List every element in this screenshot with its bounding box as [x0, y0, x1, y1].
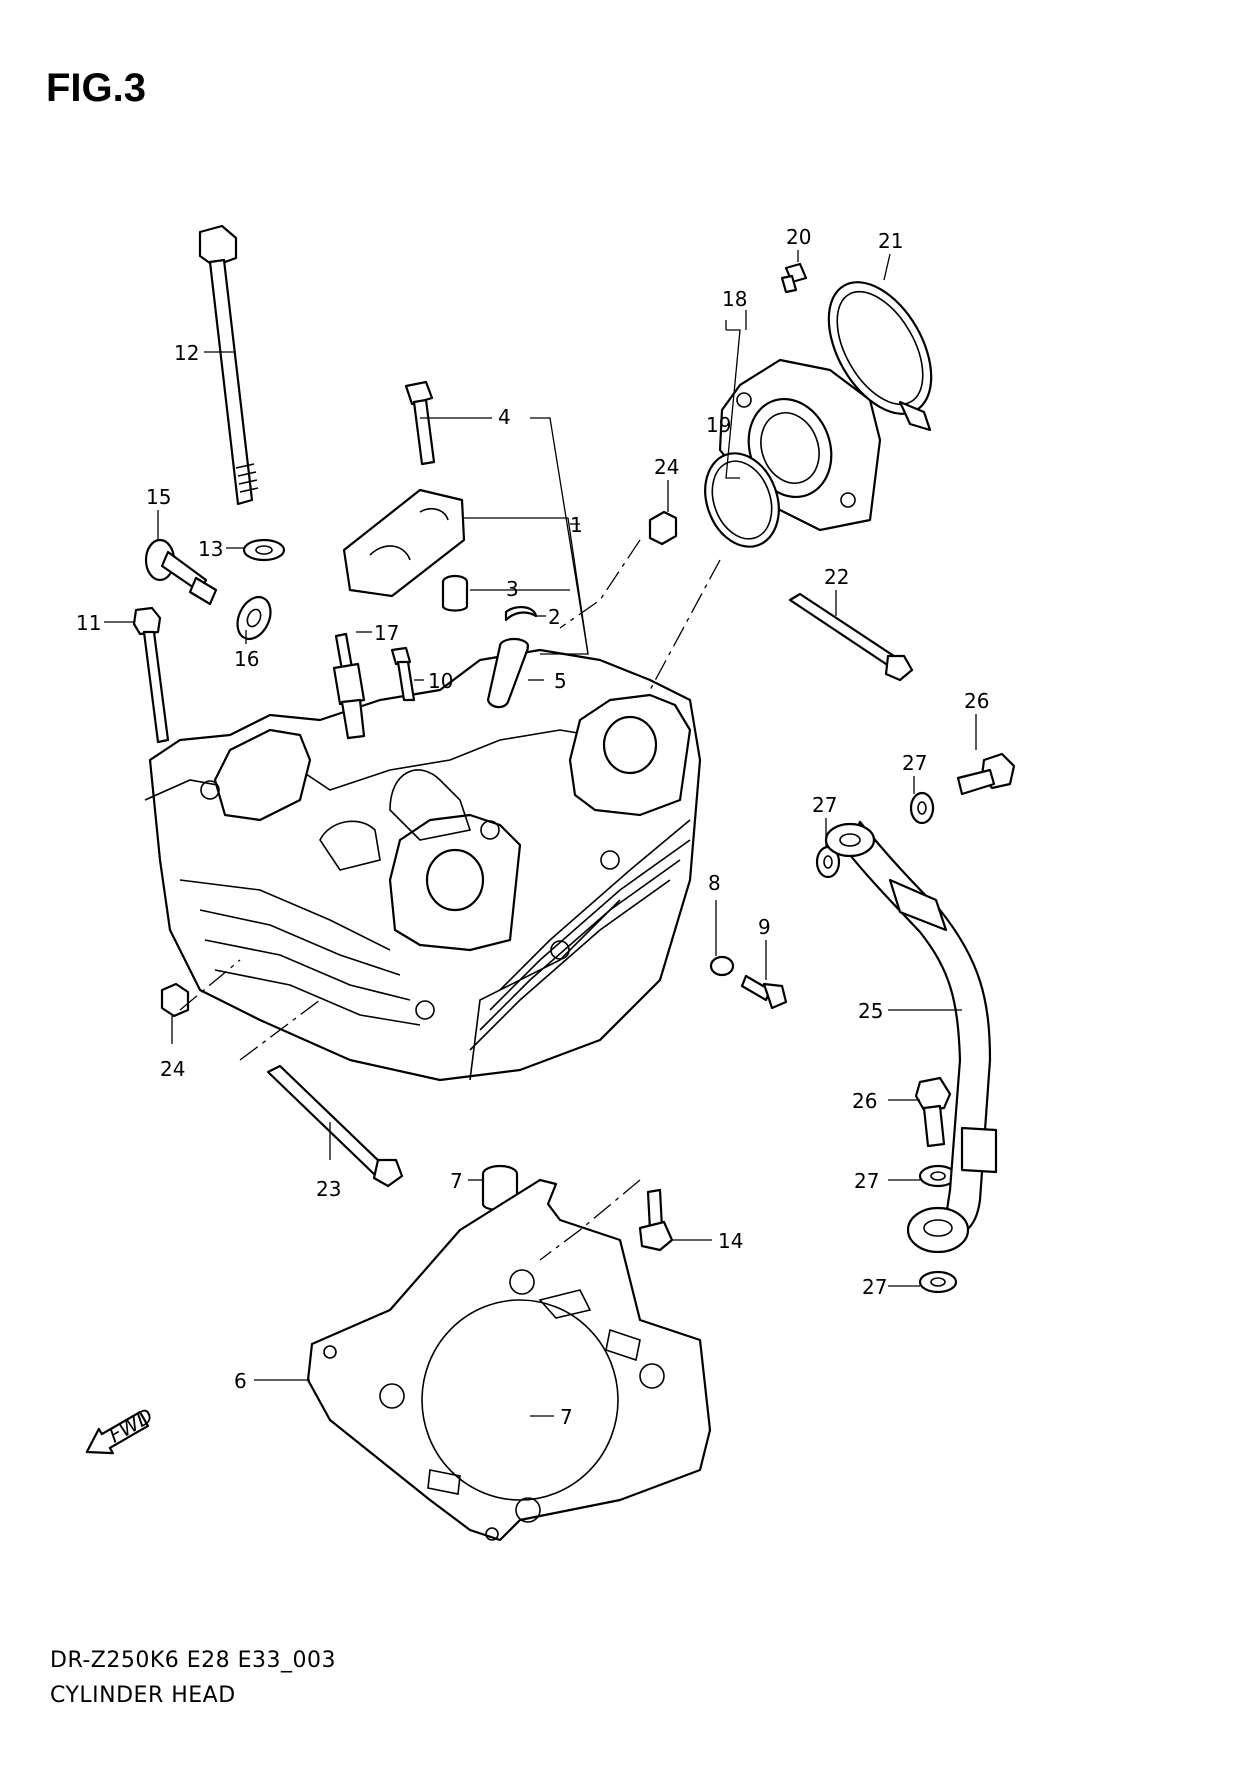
- callout-11: 11: [76, 611, 101, 635]
- callout-19: 19: [706, 413, 731, 437]
- nut-24-upper: [648, 510, 678, 546]
- callout-7-upper: 7: [450, 1169, 463, 1193]
- callout-24-lower: 24: [160, 1057, 185, 1081]
- leader-lines: [104, 250, 977, 1417]
- callout-27-b: 27: [812, 793, 837, 817]
- washer-16: [236, 595, 272, 641]
- cam-holder: [342, 488, 466, 598]
- callout-6: 6: [234, 1369, 247, 1393]
- bolt-9: [740, 974, 788, 1010]
- clip-2: [504, 606, 538, 622]
- washer-27-a: [909, 791, 935, 825]
- valve-guide-5: [486, 637, 530, 709]
- callout-2: 2: [548, 605, 561, 629]
- callout-12: 12: [174, 341, 199, 365]
- union-bolt-15: [144, 538, 218, 606]
- washer-27-d: [918, 1270, 958, 1294]
- screw-20: [780, 262, 808, 294]
- spark-plug-17: [332, 632, 366, 740]
- callout-21: 21: [878, 229, 903, 253]
- bolt-14: [638, 1188, 674, 1252]
- callout-23: 23: [316, 1177, 341, 1201]
- callout-10: 10: [428, 669, 453, 693]
- hose-clamp-21: [827, 281, 933, 432]
- callout-20: 20: [786, 225, 811, 249]
- stud-bolt-22: [788, 592, 914, 682]
- fwd-label: FWD: [105, 1403, 157, 1447]
- callout-18: 18: [722, 287, 747, 311]
- head-gasket-6: [306, 1178, 712, 1542]
- callout-5: 5: [554, 669, 567, 693]
- callout-24-upper: 24: [654, 455, 679, 479]
- forward-direction-arrow: FWD: [85, 1403, 157, 1455]
- oil-hose-25: [824, 820, 998, 1254]
- callout-1: 1: [570, 513, 583, 537]
- callout-25: 25: [858, 999, 883, 1023]
- callout-26-upper: 26: [964, 689, 989, 713]
- bolt-11: [132, 606, 170, 744]
- callout-13: 13: [198, 537, 223, 561]
- washer-8: [709, 955, 735, 977]
- nut-24-lower: [160, 982, 190, 1018]
- union-bolt-26-lower: [914, 1076, 952, 1148]
- cylinder-head: [144, 648, 702, 1082]
- callout-14: 14: [718, 1229, 743, 1253]
- callout-27-c: 27: [854, 1169, 879, 1193]
- callout-labels: 1 2 3 4 5 6 7 7 8 9 10 11 12 13 14 15 16…: [76, 225, 989, 1429]
- callout-3: 3: [506, 577, 519, 601]
- bolt-4: [404, 380, 436, 466]
- union-bolt-26-upper: [956, 752, 1016, 796]
- bolt-10: [390, 646, 416, 702]
- callout-27-d: 27: [862, 1275, 887, 1299]
- callout-8: 8: [708, 871, 721, 895]
- callout-26-lower: 26: [852, 1089, 877, 1113]
- diagram-name: CYLINDER HEAD: [50, 1683, 236, 1708]
- stud-bolt-23: [266, 1064, 404, 1188]
- diagram-code: DR-Z250K6 E28 E33_003: [50, 1648, 337, 1673]
- callout-16: 16: [234, 647, 259, 671]
- callout-15: 15: [146, 485, 171, 509]
- head-bolt-long: [198, 224, 259, 506]
- callout-7-lower: 7: [560, 1405, 573, 1429]
- callout-27-a: 27: [902, 751, 927, 775]
- callout-4: 4: [498, 405, 511, 429]
- callout-22: 22: [824, 565, 849, 589]
- figure-title: FIG.3: [46, 66, 147, 110]
- dowel-pin-3: [441, 574, 469, 612]
- callout-9: 9: [758, 915, 771, 939]
- washer-13: [242, 538, 286, 562]
- callout-17: 17: [374, 621, 399, 645]
